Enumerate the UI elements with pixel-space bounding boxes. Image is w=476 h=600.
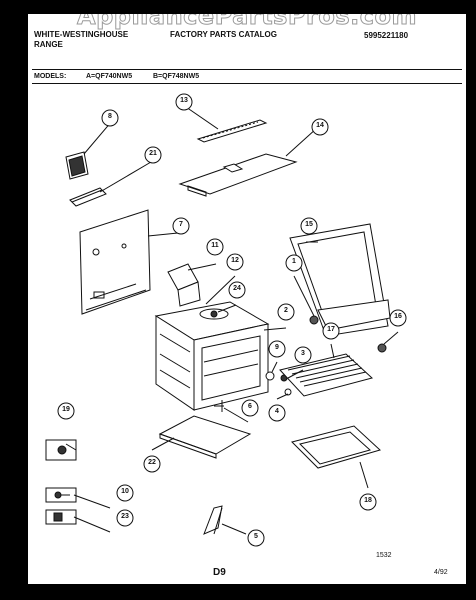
callout-number: 8 xyxy=(108,113,112,120)
diagram-number: 1532 xyxy=(376,552,392,559)
callout-number: 18 xyxy=(364,497,372,504)
callout-number: 11 xyxy=(211,242,219,249)
callout-number: 10 xyxy=(121,488,129,495)
screw-part-16 xyxy=(377,343,387,353)
callout-circles xyxy=(57,93,407,547)
callout-number: 6 xyxy=(248,403,252,410)
callout-number: 16 xyxy=(394,313,402,320)
fastener-parts xyxy=(265,371,292,396)
callout-number: 7 xyxy=(179,221,183,228)
switch-box-part xyxy=(65,151,89,180)
door-frame-part xyxy=(289,223,391,337)
callout-number: 24 xyxy=(233,285,241,292)
site-watermark: AppliancePartsPros.com xyxy=(77,14,417,31)
callout-number: 23 xyxy=(121,513,129,520)
bottom-plate-part xyxy=(158,415,252,459)
callout-number: 13 xyxy=(180,97,188,104)
callout-number: 14 xyxy=(316,122,324,129)
broiler-pan-part xyxy=(291,425,381,469)
callout-number: 4 xyxy=(275,408,279,415)
hardware-pack-part-10 xyxy=(45,487,77,503)
model-a: A=QF740NW5 xyxy=(86,73,133,80)
callout-number: 9 xyxy=(275,344,279,351)
catalog-number: 5995221180 xyxy=(364,31,409,40)
trim-strip-part xyxy=(196,119,268,143)
callout-number: 17 xyxy=(327,326,335,333)
exploded-parts-drawing xyxy=(45,93,407,547)
vent-bracket-part xyxy=(167,263,201,307)
hardware-pack-part-23 xyxy=(45,509,77,525)
burner-part xyxy=(199,308,229,320)
handle-part xyxy=(203,505,223,535)
page-code: D9 xyxy=(213,567,226,578)
callout-number: 2 xyxy=(284,307,288,314)
leader-lines xyxy=(65,106,399,535)
brand-name: WHITE-WESTINGHOUSE xyxy=(34,30,129,39)
top-panel-part xyxy=(178,153,298,197)
product-type: RANGE xyxy=(34,40,63,49)
bracket-part xyxy=(69,187,107,207)
hardware-pack-part xyxy=(45,439,77,461)
oven-body-part xyxy=(154,301,270,411)
models-label: MODELS: xyxy=(34,73,67,80)
callout-number: 3 xyxy=(301,350,305,357)
callout-number: 21 xyxy=(149,150,157,157)
pin-part xyxy=(214,400,224,412)
callout-number: 5 xyxy=(254,533,258,540)
callout-number: 12 xyxy=(231,257,239,264)
back-panel-part xyxy=(79,209,151,315)
parts-diagram-sheet: AppliancePartsPros.com WHITE-WESTINGHOUS… xyxy=(28,14,466,584)
catalog-title: FACTORY PARTS CATALOG xyxy=(170,30,277,39)
oven-rack-part xyxy=(279,353,374,397)
callout-number: 15 xyxy=(305,221,313,228)
model-b: B=QF748NW5 xyxy=(153,73,200,80)
callout-number: 1 xyxy=(292,258,296,265)
screw-part xyxy=(309,315,319,325)
callout-number: 22 xyxy=(148,459,156,466)
header-divider-bottom xyxy=(32,83,462,84)
callout-number: 19 xyxy=(62,406,70,413)
header-divider-top xyxy=(32,69,462,70)
revision-date: 4/92 xyxy=(434,569,448,576)
